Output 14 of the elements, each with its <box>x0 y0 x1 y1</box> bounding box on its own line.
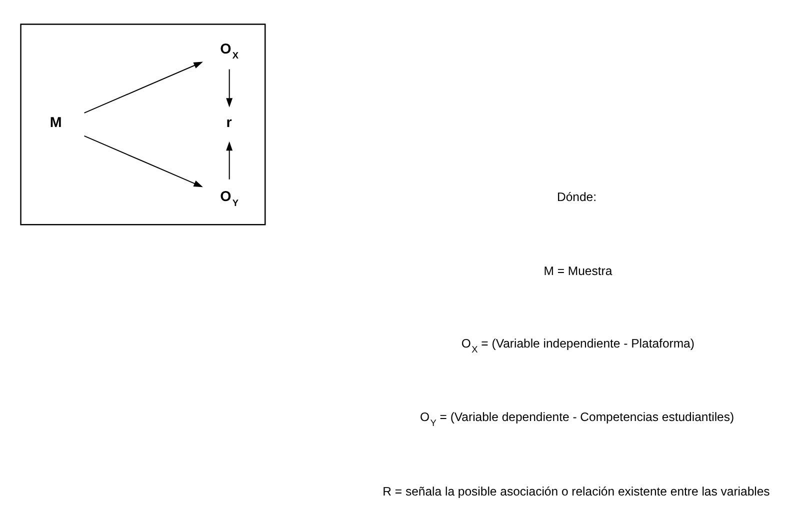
label: O$_{Y}$ = (Variable dependiente - Competencias estudiantiles) <box>420 410 734 428</box>
label: O$_{X}$ = (Variable independiente - Plataforma) <box>461 336 694 354</box>
cluster <box>20 24 266 226</box>
node-text: O$_{X}$ <box>220 42 239 61</box>
label: M = Muestra <box>544 264 612 278</box>
arrow <box>226 69 233 108</box>
label: Dónde: <box>557 190 597 204</box>
arrow <box>84 62 203 114</box>
label: R = señala la posible asociación o relación existente entre las variables <box>382 484 770 499</box>
node-text: O$_{Y}$ <box>220 188 239 208</box>
arrow <box>226 141 233 180</box>
node-text: M <box>50 115 62 132</box>
arrow <box>84 136 203 188</box>
node-text: r <box>226 115 232 132</box>
